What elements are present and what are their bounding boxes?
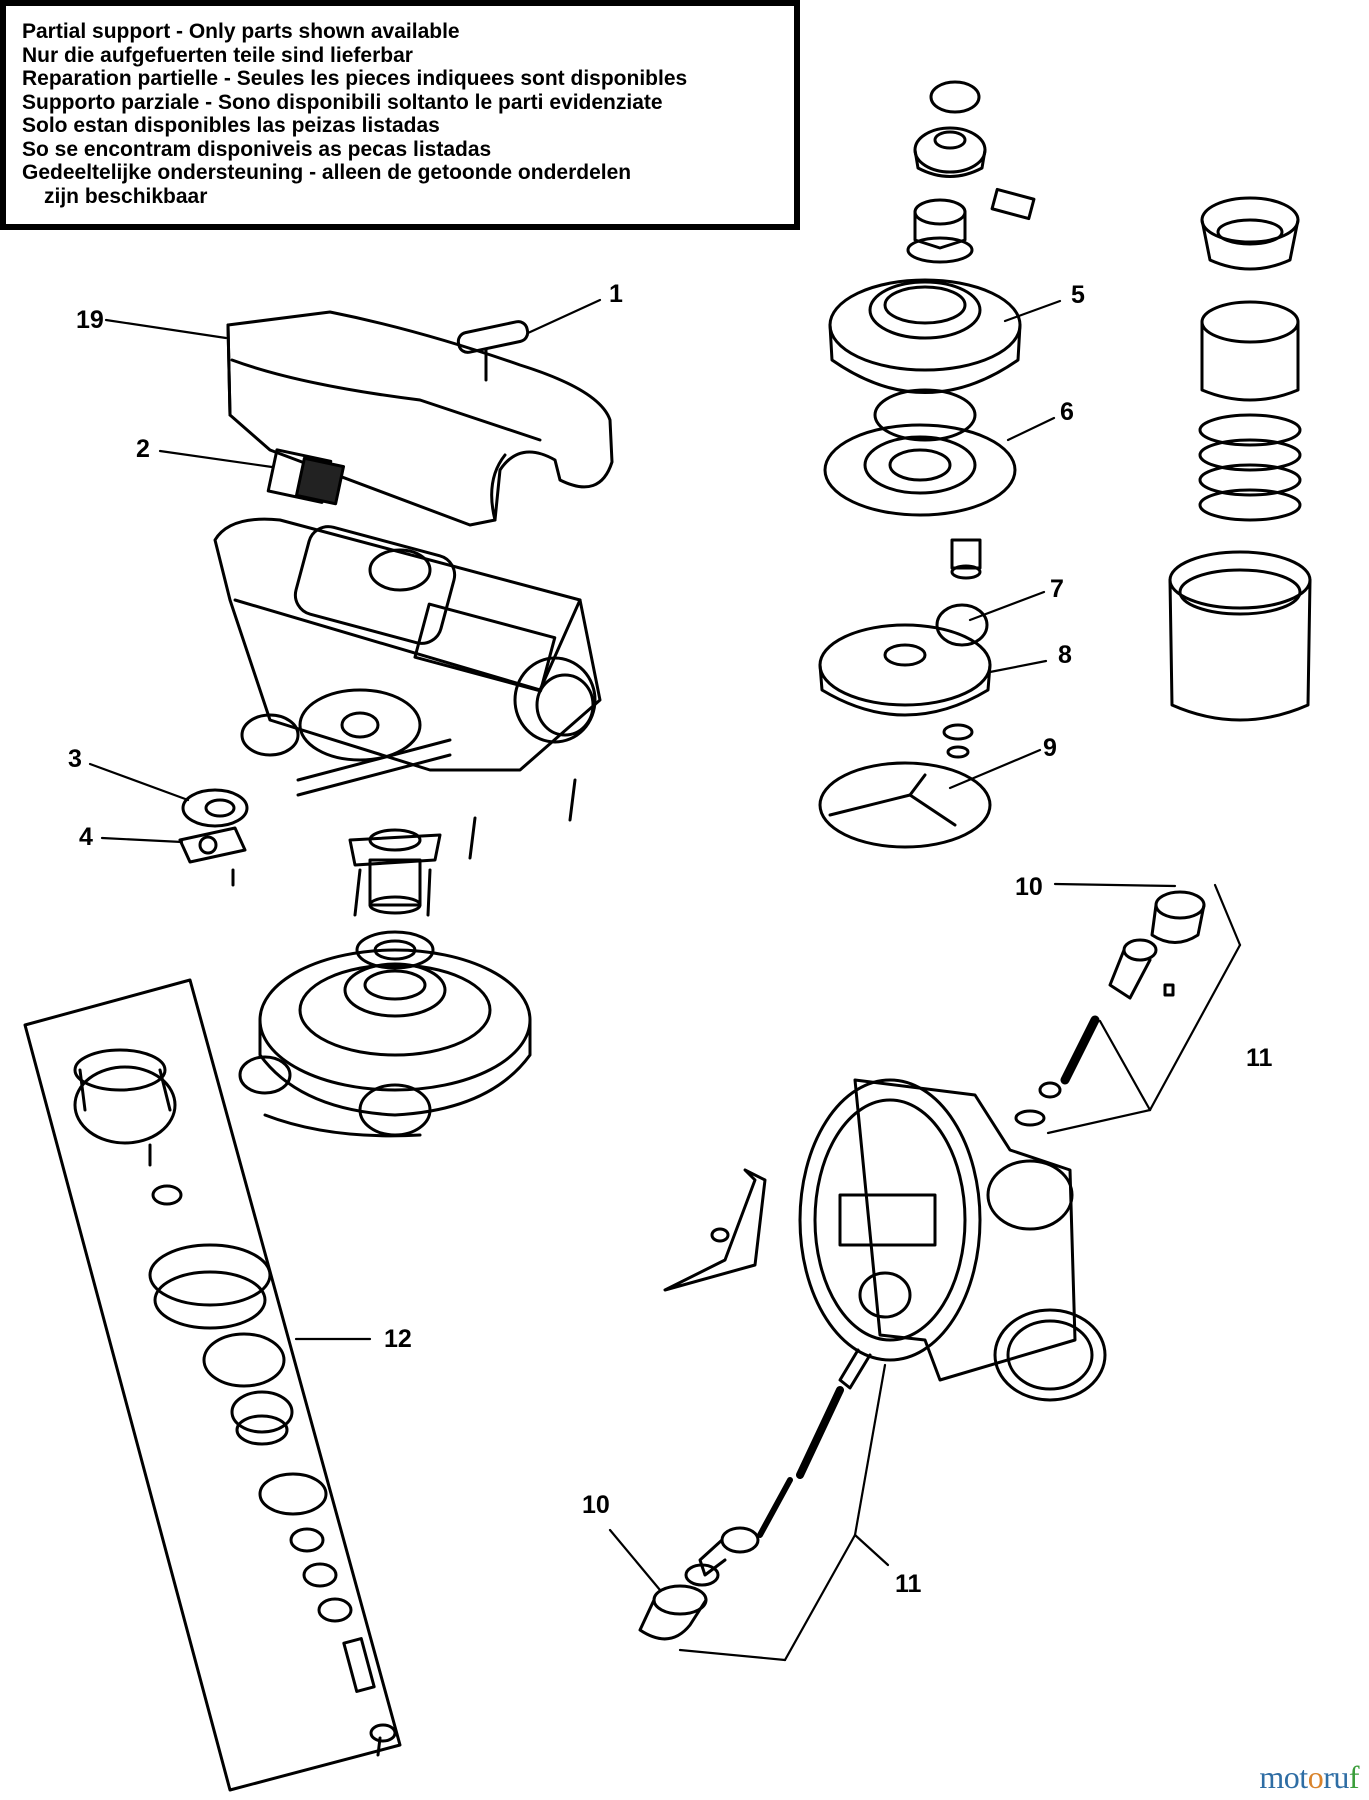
part-4-bracket	[178, 826, 247, 864]
motoruf-watermark-logo: motoruf	[1259, 1759, 1359, 1796]
callout-8: 8	[1058, 641, 1072, 669]
callout-6: 6	[1060, 398, 1074, 426]
watermark-letter: u	[1333, 1759, 1349, 1795]
cylinder-cap	[1200, 196, 1300, 271]
part-9-base-plate	[818, 761, 992, 849]
callout-5: 5	[1071, 281, 1085, 309]
partial-support-notice: Partial support - Only parts shown avail…	[0, 0, 800, 230]
part-2-switch-block	[266, 448, 346, 506]
part-1-pin	[456, 320, 530, 382]
callout-19: 19	[76, 306, 104, 334]
snap-ring	[929, 80, 981, 114]
turret-assembly	[348, 828, 442, 970]
notice-line-en: Partial support - Only parts shown avail…	[22, 20, 460, 43]
bushing	[906, 198, 974, 264]
callout-1: 1	[609, 280, 623, 308]
callout-2: 2	[136, 435, 150, 463]
cylinder-housing	[1168, 550, 1312, 722]
part-5-gear-ring	[828, 278, 1022, 394]
part-8-disc	[818, 623, 992, 717]
notice-line-pt: So se encontram disponiveis as pecas lis…	[22, 137, 492, 161]
notice-line-nl: Gedeeltelijke ondersteuning - alleen de …	[22, 161, 632, 184]
watermark-letter: o	[1283, 1759, 1300, 1795]
laser-level-body	[213, 517, 602, 797]
watermark-letter: r	[1323, 1759, 1334, 1795]
part-19-top-cover	[226, 310, 614, 527]
notice-line-fr: Reparation partielle - Seules les pieces…	[22, 67, 688, 90]
part-11-knob-lower	[638, 1348, 872, 1641]
part-3-plate	[181, 788, 249, 828]
callout-10-lower: 10	[582, 1491, 610, 1519]
watermark-letter: f	[1348, 1759, 1360, 1795]
wedge-part	[663, 1168, 767, 1292]
part-11-knob-upper	[1014, 890, 1206, 1127]
part-12-exploded-strip	[23, 978, 402, 1792]
callout-9: 9	[1043, 734, 1057, 762]
callout-10-upper: 10	[1015, 873, 1043, 901]
leader-lines	[88, 298, 1242, 1662]
callout-4: 4	[79, 823, 93, 851]
part-6-flange	[823, 388, 1017, 517]
spring	[1198, 413, 1302, 522]
cylinder-sleeve	[1200, 300, 1300, 402]
callout-11-lower: 11	[895, 1570, 922, 1598]
callout-11-upper: 11	[1246, 1044, 1273, 1072]
notice-line-it: Supporto parziale - Sono disponibili sol…	[22, 90, 663, 114]
callout-7: 7	[1050, 575, 1064, 603]
part-7-pinion	[935, 538, 989, 647]
notice-line-de: Nur die aufgefuerten teile sind lieferba…	[22, 43, 413, 67]
watermark-letter: m	[1259, 1759, 1284, 1795]
notice-line-es: Solo estan disponibles las peizas listad…	[22, 114, 440, 137]
housing-block	[798, 1078, 1107, 1402]
callout-12: 12	[384, 1325, 412, 1353]
watermark-letter: t	[1299, 1759, 1308, 1795]
callout-labels: 19 1 2 3 4 5 6 7 8 9 10 11 12 10 11	[68, 280, 1273, 1598]
notice-line-nl-cont: zijn beschikbaar	[44, 184, 208, 208]
callout-3: 3	[68, 745, 82, 773]
gear-knob	[913, 126, 987, 178]
small-washers	[942, 723, 974, 759]
rotating-base	[238, 948, 532, 1138]
watermark-letter: o	[1307, 1759, 1324, 1795]
